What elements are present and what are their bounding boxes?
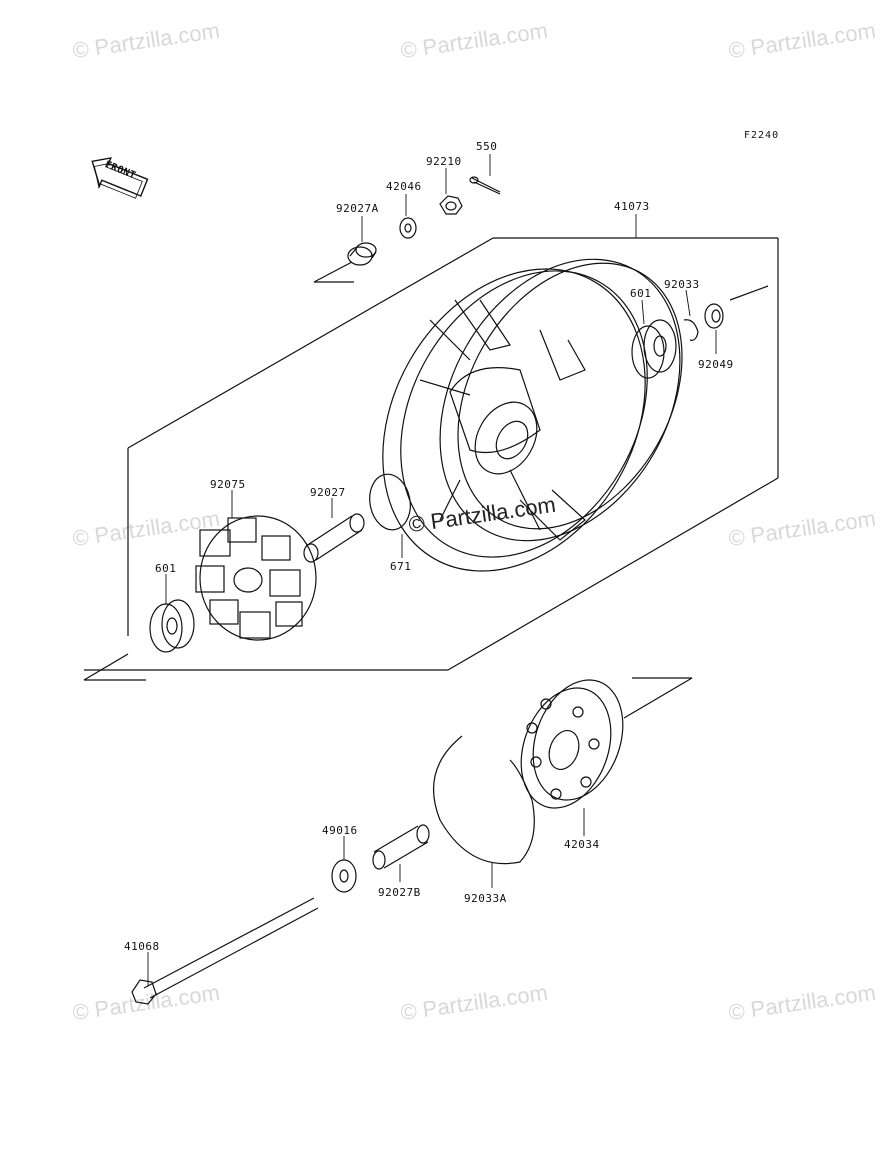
cotter-pin-550 <box>471 177 501 195</box>
part-label-92049[interactable]: 92049 <box>698 358 734 371</box>
part-label-92210[interactable]: 92210 <box>426 155 462 168</box>
figure-code: F2240 <box>744 130 780 141</box>
assembly-frame <box>83 237 779 719</box>
bearing-601-left <box>149 599 195 653</box>
collar-92027a <box>347 242 377 266</box>
part-label-92033[interactable]: 92033 <box>664 278 700 291</box>
part-label-550[interactable]: 550 <box>476 140 498 153</box>
part-label-92027b[interactable]: 92027B <box>378 886 421 899</box>
o-ring-671 <box>369 473 411 531</box>
front-arrow-icon <box>91 157 149 199</box>
part-label-49016[interactable]: 49016 <box>322 824 358 837</box>
collar-92027b <box>372 824 430 870</box>
seal-92049 <box>704 303 724 329</box>
part-label-92075[interactable]: 92075 <box>210 478 246 491</box>
part-label-42034[interactable]: 42034 <box>564 838 600 851</box>
part-label-41068[interactable]: 41068 <box>124 940 160 953</box>
part-label-41073[interactable]: 41073 <box>614 200 650 213</box>
part-label-42046[interactable]: 42046 <box>386 180 422 193</box>
damper-92075 <box>195 515 317 641</box>
circlip-92033 <box>683 319 699 341</box>
washer-49016 <box>331 859 357 893</box>
nut-92210 <box>439 195 463 215</box>
part-label-92027a[interactable]: 92027A <box>336 202 379 215</box>
part-label-92033a[interactable]: 92033A <box>464 892 507 905</box>
bearing-601-right <box>631 319 677 379</box>
wheel-rim <box>382 258 683 572</box>
circlip-92033a <box>433 735 535 865</box>
part-label-671[interactable]: 671 <box>390 560 412 573</box>
part-label-92027[interactable]: 92027 <box>310 486 346 499</box>
part-label-601-top[interactable]: 601 <box>630 287 652 300</box>
collar-92027 <box>303 513 365 563</box>
washer-42046 <box>399 217 417 239</box>
part-label-601-left[interactable]: 601 <box>155 562 177 575</box>
axle-41068 <box>131 897 319 1005</box>
coupling-42034 <box>520 679 624 809</box>
